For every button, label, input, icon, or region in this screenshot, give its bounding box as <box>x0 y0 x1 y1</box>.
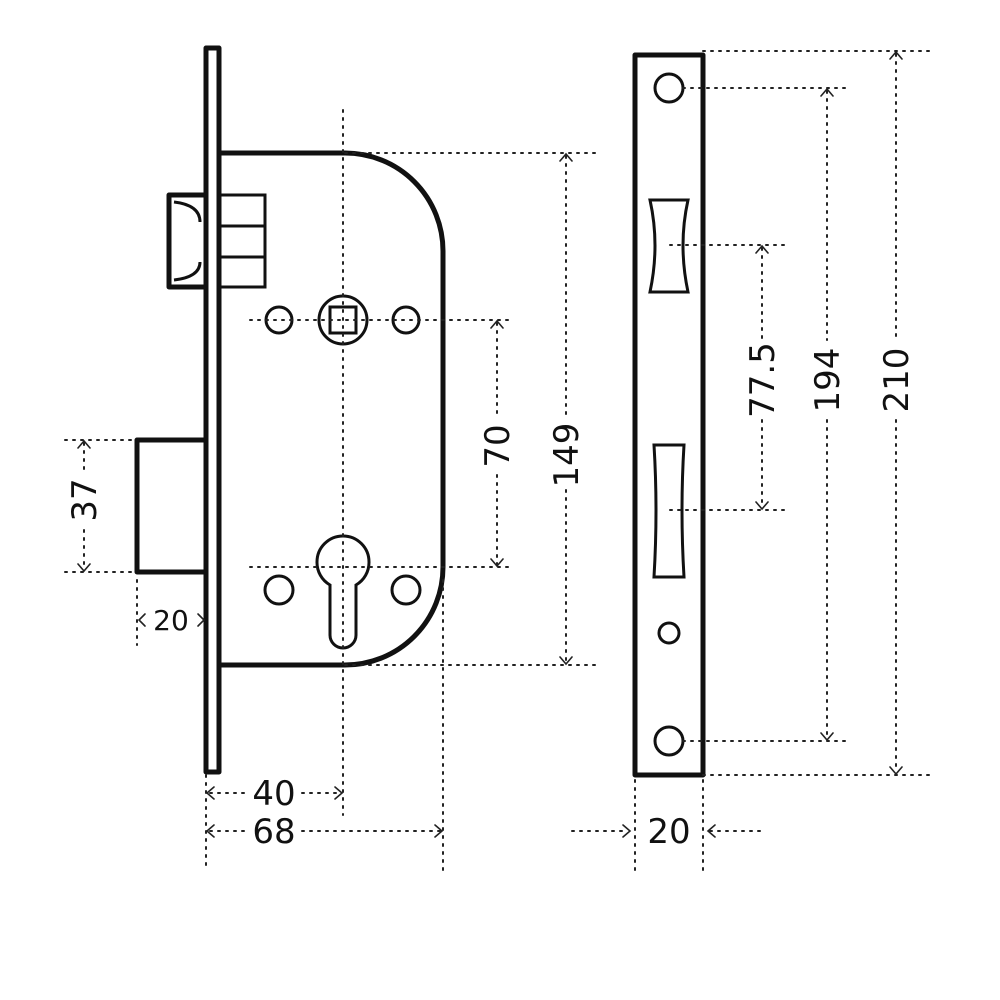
dimension-plate-length: 210 <box>877 348 917 413</box>
screw-hole <box>390 574 422 606</box>
dimension-screw-spacing: 194 <box>808 348 848 413</box>
screw-hole <box>653 725 685 757</box>
faceplate-front <box>632 52 706 778</box>
dimension-bolt-throw: 20 <box>153 604 189 637</box>
dimension-backset: 40 <box>252 774 295 814</box>
screw-hole <box>264 305 294 335</box>
dimension-case-height: 149 <box>547 423 587 488</box>
front-view <box>632 52 706 778</box>
latch-opening <box>648 198 690 294</box>
screw-hole <box>263 574 295 606</box>
faceplate-side <box>203 45 222 775</box>
dimension-latch-to-bolt: 77.5 <box>743 342 783 418</box>
side-dimension-lines <box>64 109 601 871</box>
side-view <box>134 45 446 775</box>
dimension-case-depth: 68 <box>252 812 295 852</box>
small-hole <box>657 621 681 645</box>
dimension-handle-to-cylinder: 70 <box>478 424 518 467</box>
dimension-plate-width: 20 <box>647 812 690 852</box>
latch-bolt <box>166 192 267 290</box>
bolt-opening <box>652 443 686 579</box>
screw-hole <box>653 72 685 104</box>
dead-bolt <box>134 437 209 575</box>
lock-case <box>219 150 446 668</box>
dimension-bolt-height: 37 <box>65 478 105 521</box>
front-dimension-lines <box>571 50 936 871</box>
